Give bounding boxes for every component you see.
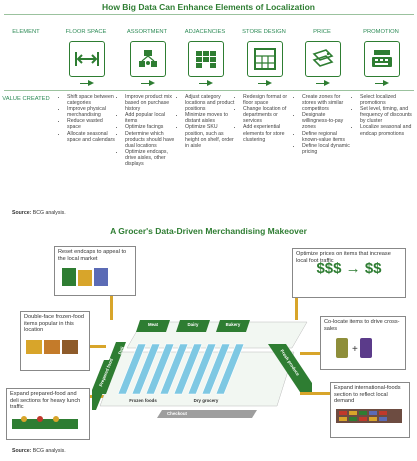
list-item: Localize seasonal and endcap promotions — [360, 124, 416, 136]
dept-dry-grocery: Dry grocery — [193, 398, 219, 403]
dept-bakery: Bakery — [225, 322, 241, 327]
source-text: BCG analysis. — [32, 210, 66, 216]
value-created-row-label: VALUE CREATED — [2, 96, 50, 102]
arrow-store-design — [258, 83, 268, 85]
column-header-floor-space: FLOOR SPACE — [65, 29, 107, 35]
arrowhead-floor-space — [88, 80, 94, 86]
value-divider — [4, 90, 414, 91]
top-source: Source: BCG analysis. — [12, 210, 66, 216]
floor-space-values: Shift space between categories Improve p… — [60, 94, 117, 143]
list-item: Shift space between categories — [67, 94, 117, 106]
source-text: BCG analysis. — [32, 448, 66, 454]
price-values: Create zones for stores with similar com… — [295, 94, 352, 155]
callout-frozen: Double-face frozen-food items popular in… — [20, 311, 90, 371]
arrowhead-assortment — [149, 80, 155, 86]
list-item: Optimize facings — [125, 124, 177, 130]
source-label: Source: — [12, 448, 32, 454]
list-item: Add popular local items — [125, 112, 177, 124]
arrow-price — [316, 83, 326, 85]
dept-dairy: Dairy — [187, 322, 199, 327]
product-grid-icon — [130, 41, 166, 77]
svg-text:+: + — [352, 344, 358, 355]
arrowhead-price — [324, 80, 330, 86]
price-tags-icon — [305, 41, 341, 77]
list-item: Designate willingness-to-pay zones — [302, 112, 352, 130]
list-item: Change location of departments or servic… — [243, 106, 293, 124]
jar-products-icon: + — [336, 338, 372, 359]
column-header-store-design: STORE DESIGN — [242, 29, 286, 35]
frozen-food-boxes-icon — [26, 339, 78, 354]
arrowhead-store-design — [266, 80, 272, 86]
callout-endcaps-text: Reset endcaps to appeal to the local mar… — [58, 249, 127, 262]
column-header-promotion: PROMOTION — [363, 29, 399, 35]
bottom-title: A Grocer's Data-Driven Merchandising Mak… — [110, 226, 307, 236]
arrow-assortment — [141, 83, 151, 85]
floor-plan-icon — [247, 41, 283, 77]
adjacencies-values: Adjust category locations and product po… — [178, 94, 235, 149]
bottom-source: Source: BCG analysis. — [12, 448, 66, 454]
top-title: How Big Data Can Enhance Elements of Loc… — [101, 2, 315, 12]
list-item: Create zones for stores with similar com… — [302, 94, 352, 112]
list-item: Add experiential elements for store clus… — [243, 124, 293, 142]
list-item: Improve product mix based on purchase hi… — [125, 94, 177, 112]
element-row-label: ELEMENT — [12, 29, 40, 35]
dept-frozen-foods: Frozen foods — [129, 398, 157, 403]
list-item: Allocate seasonal space and calendars — [67, 131, 117, 143]
callout-prices: Optimize prices on items that increase l… — [292, 248, 406, 298]
store-floor-plan — [92, 320, 312, 418]
connector-cross-sales — [300, 352, 325, 355]
list-item: Improve physical merchandising — [67, 106, 117, 118]
title-divider — [4, 14, 414, 15]
source-label: Source: — [12, 210, 32, 216]
arrowhead-adjacencies — [207, 80, 213, 86]
list-item: Adjust category locations and product po… — [185, 94, 235, 112]
list-item: Select localized promotions — [360, 94, 416, 106]
list-item: Optimize endcaps, drive aisles, other di… — [125, 149, 177, 167]
list-item: Minimize moves to distant aisles — [185, 112, 235, 124]
shelf-blocks-icon — [188, 41, 224, 77]
store-design-values: Redesign format or floor space Change lo… — [236, 94, 293, 143]
arrowhead-promotion — [383, 80, 389, 86]
promotion-values: Select localized promotions Set level, t… — [353, 94, 416, 137]
callout-prepared: Expand prepared-food and deli sections f… — [6, 388, 90, 440]
column-header-assortment: ASSORTMENT — [126, 29, 168, 35]
international-shelf-icon — [336, 408, 402, 423]
expand-arrows-icon — [69, 41, 105, 77]
callout-prepared-text: Expand prepared-food and deli sections f… — [10, 391, 81, 411]
price-reduction-symbols: $$$ → $$ — [316, 260, 382, 278]
deli-counter-icon — [12, 415, 78, 429]
arrow-promotion — [375, 83, 385, 85]
register-icon — [364, 41, 400, 77]
connector-frozen — [80, 345, 106, 348]
dept-checkout: Checkout — [166, 411, 187, 416]
callout-prices-text: Optimize prices on items that increase l… — [296, 251, 391, 264]
arrow-floor-space — [80, 83, 90, 85]
list-item: Optimize SKU position, such as height on… — [185, 124, 235, 148]
callout-international-text: Expand international-foods section to re… — [334, 385, 401, 405]
list-item: Determine which products should have dua… — [125, 131, 177, 149]
callout-endcaps: Reset endcaps to appeal to the local mar… — [54, 246, 136, 296]
column-header-price: PRICE — [313, 29, 331, 35]
callout-cross-sales: Co-locate items to drive cross-sales + — [320, 316, 406, 370]
endcap-display-icon — [62, 268, 108, 287]
arrow-adjacencies — [199, 83, 209, 85]
dept-meat: Meat — [147, 322, 158, 327]
list-item: Define local dynamic pricing — [302, 143, 352, 155]
list-item: Redesign format or floor space — [243, 94, 293, 106]
list-item: Reduce wasted space — [67, 118, 117, 130]
callout-frozen-text: Double-face frozen-food items popular in… — [24, 314, 85, 334]
column-header-adjacencies: ADJACENCIES — [184, 29, 226, 35]
callout-international: Expand international-foods section to re… — [330, 382, 410, 438]
connector-international — [300, 392, 330, 395]
callout-cross-sales-text: Co-locate items to drive cross-sales — [324, 319, 400, 332]
list-item: Set level, timing, and frequency of disc… — [360, 106, 416, 124]
list-item: Define regional known-value items — [302, 131, 352, 143]
assortment-values: Improve product mix based on purchase hi… — [118, 94, 177, 167]
